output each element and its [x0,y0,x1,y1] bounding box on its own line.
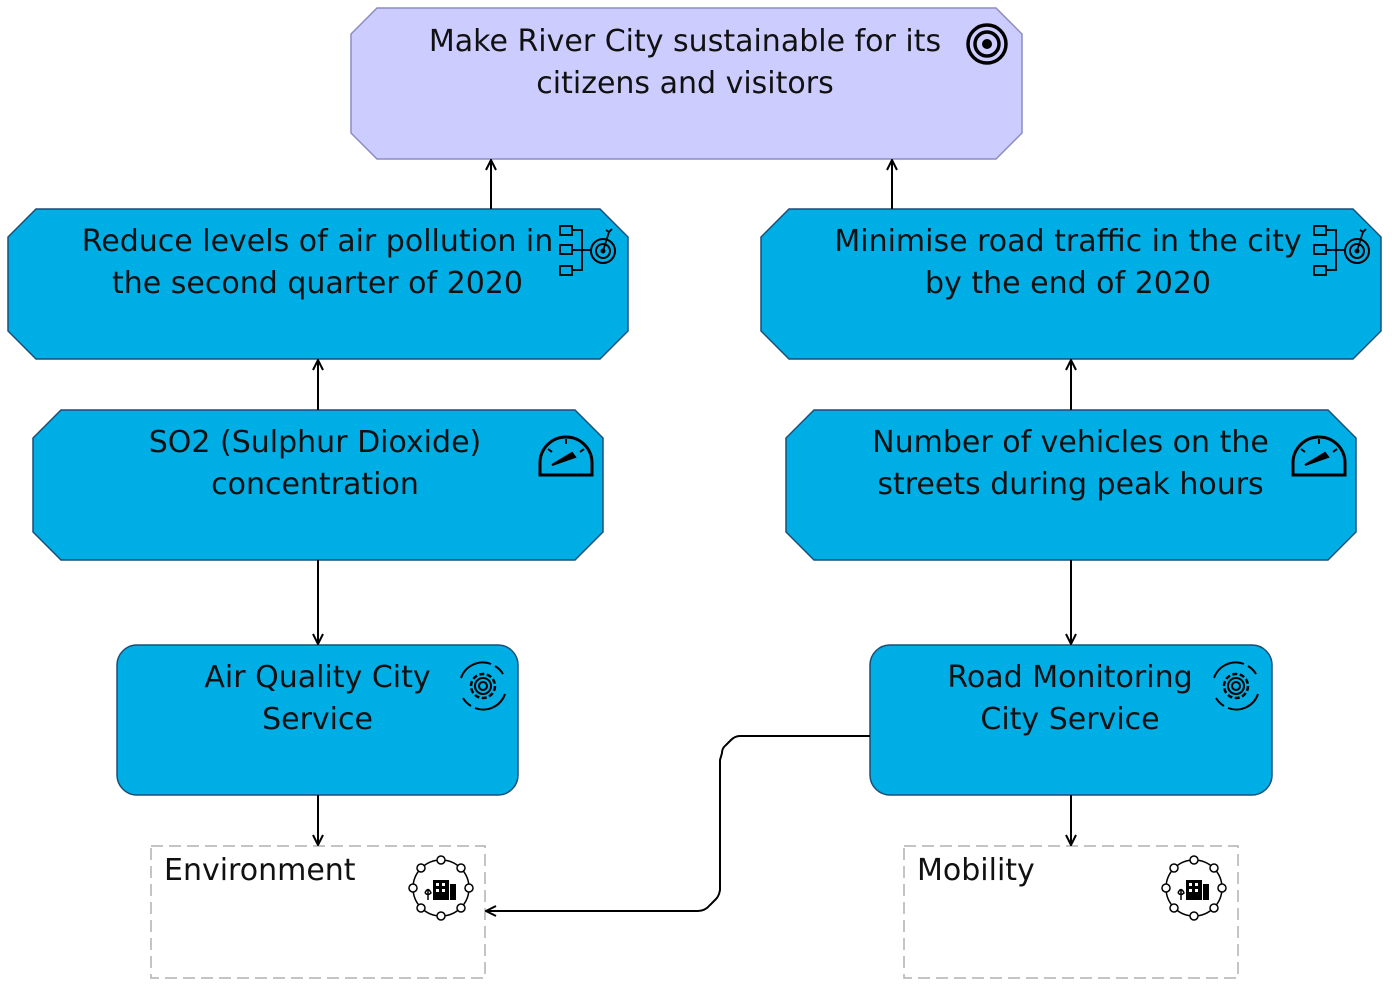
target-icon [966,23,1008,65]
objective-node-traffic[interactable] [760,208,1382,360]
objective-label-traffic: Minimise road traffic in the city by the… [834,224,1302,301]
service-label-air: Air Quality City Service [204,660,431,737]
indicator-label-so2: SO2 (Sulphur Dioxide) concentration [148,425,482,502]
goal-node[interactable] [350,7,1023,160]
objective-target-icon [559,225,616,276]
domain-label-environment: Environment [164,853,356,888]
objective-label-air: Reduce levels of air pollution in the se… [81,224,554,301]
service-gear-icon [460,661,506,711]
objective-node-air[interactable] [7,208,629,360]
smart-city-icon [1161,855,1227,921]
gauge-icon [1291,435,1347,477]
indicator-node-vehicles[interactable] [785,409,1357,561]
service-label-road: Road Monitoring City Service [947,660,1193,737]
goal-label: Make River City sustainable for its citi… [428,24,942,101]
domain-group-mobility[interactable] [903,845,1239,979]
objective-target-icon [1313,225,1370,276]
indicator-label-vehicles: Number of vehicles on the streets during… [872,425,1269,502]
service-gear-icon [1213,661,1259,711]
connector-road-service-to-environment [486,735,870,911]
gauge-icon [538,435,594,477]
indicator-node-so2[interactable] [32,409,604,561]
domain-label-mobility: Mobility [917,853,1035,888]
smart-city-icon [408,855,474,921]
